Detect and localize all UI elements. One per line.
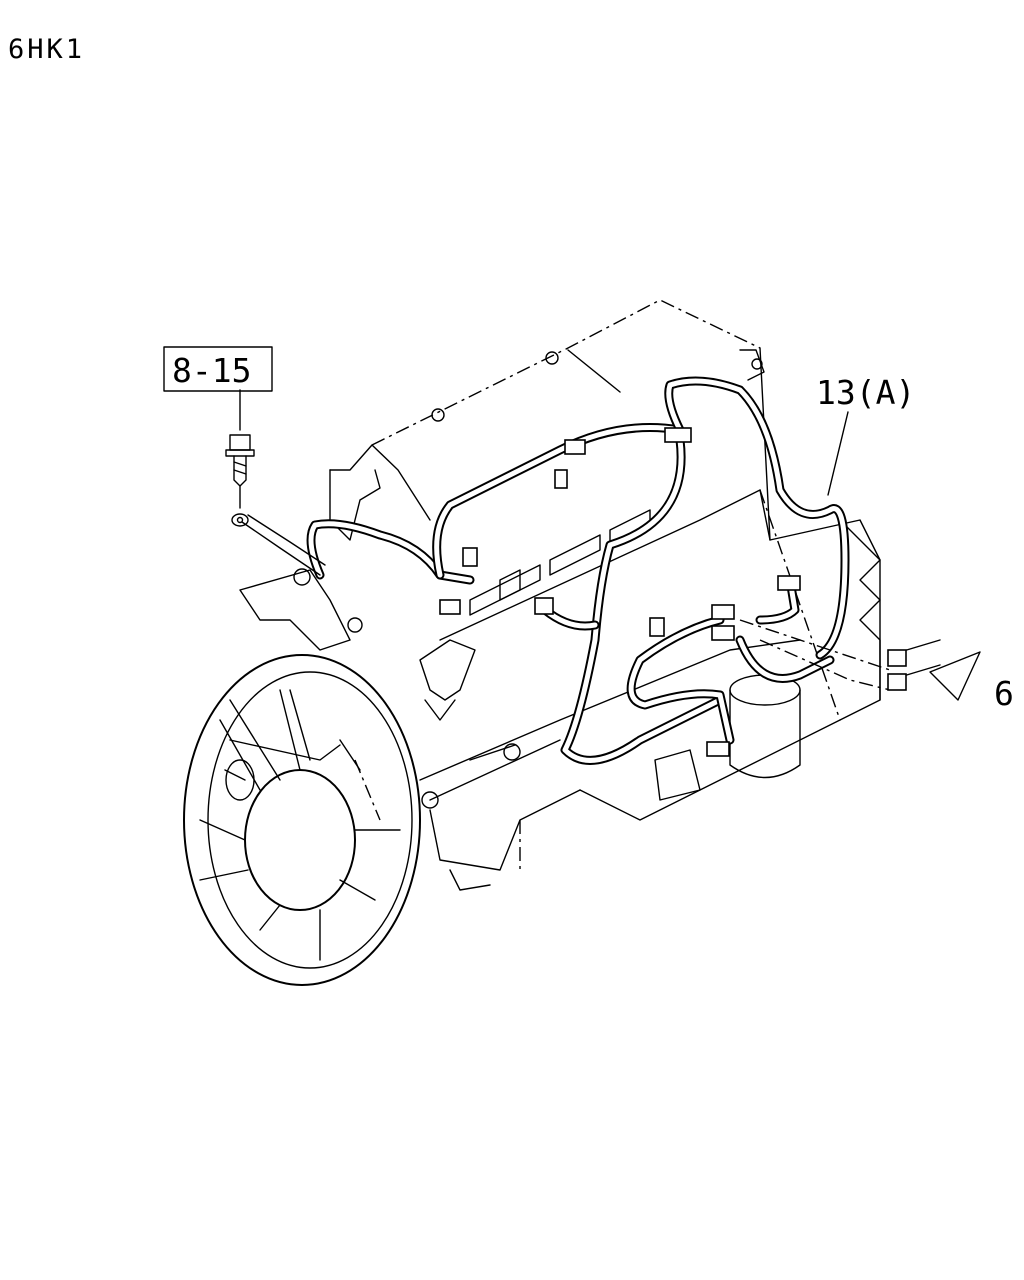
clip-callout: 6 (739, 619, 1014, 713)
bolt-callout-label: 8-15 (172, 351, 251, 390)
wiring-harness (231, 376, 850, 765)
engine-block (239, 299, 881, 891)
bolt-callout: 8-15 (163, 346, 273, 392)
model-code-label: 6HK1 (8, 34, 85, 65)
clip-callout-label: 6 (994, 674, 1014, 713)
harness-callout-label: 13(A) (816, 373, 915, 412)
harness-callout: 13(A) (816, 373, 915, 496)
cooling-fan (183, 654, 421, 986)
flange-bolt (225, 389, 255, 509)
